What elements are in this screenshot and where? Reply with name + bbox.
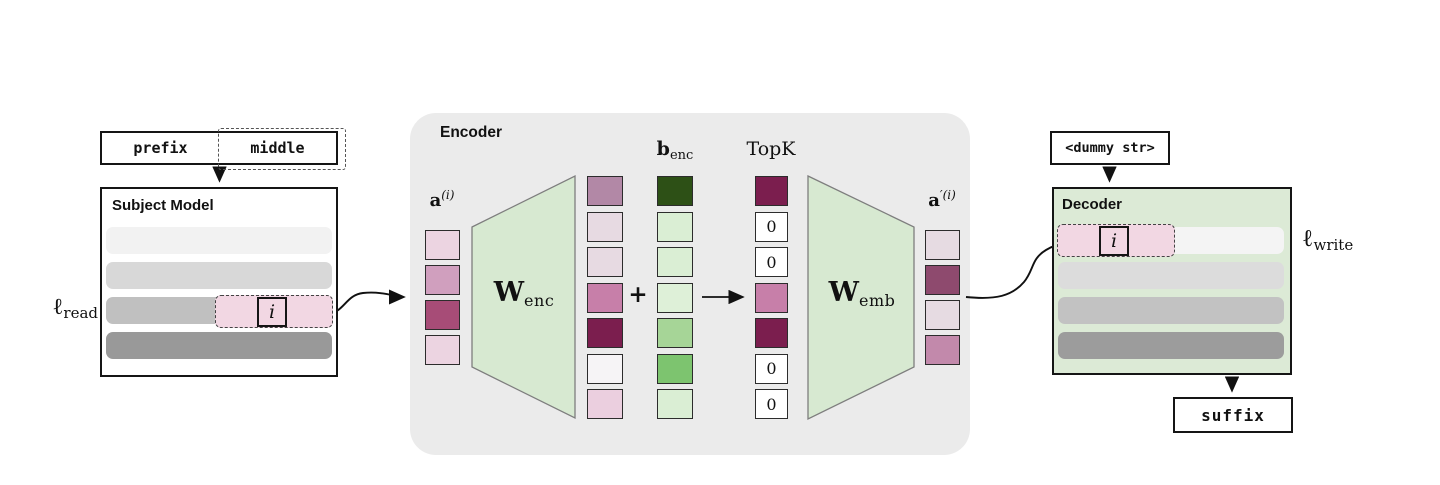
input-activation-vector (425, 230, 460, 365)
encoder-bias-vector (657, 176, 693, 419)
vector-cell (657, 353, 693, 384)
vector-cell (657, 247, 693, 277)
vector-cell (425, 230, 460, 260)
topk-label: TopK (746, 138, 796, 160)
middle-dashed-outline (218, 128, 346, 170)
subject-model-title: Subject Model (112, 197, 214, 214)
w-emb-label: Wemb (828, 277, 896, 310)
vector-cell (587, 176, 623, 206)
vector-cell (587, 282, 623, 313)
plus-sign: + (628, 281, 648, 308)
decoder-layers (1058, 227, 1284, 359)
w-enc-label: Wenc (493, 277, 555, 310)
vector-cell (755, 282, 788, 313)
output-activation-label: a′(i) (928, 188, 956, 211)
input-activation-label: a(i) (429, 188, 455, 211)
vector-cell (587, 318, 623, 348)
vector-cell (657, 282, 693, 313)
hidden-preactivation-vector (587, 176, 623, 419)
vector-cell (425, 335, 460, 365)
middle-token: middle (250, 139, 305, 157)
vector-cell (755, 318, 788, 348)
dummy-string-box: <dummy str> (1050, 131, 1170, 165)
layer-bar (1058, 262, 1284, 289)
vector-cell (925, 230, 960, 260)
vector-cell (657, 389, 693, 419)
vector-cell: 0 (755, 353, 788, 384)
vector-cell (425, 300, 460, 330)
vector-cell (587, 211, 623, 242)
layer-bar (1058, 297, 1284, 324)
vector-cell (587, 247, 623, 277)
encoder-title: Encoder (440, 124, 503, 141)
vector-cell (657, 211, 693, 242)
prefix-token: prefix (133, 139, 188, 157)
layer-bar (106, 332, 332, 359)
layer-bar (1058, 332, 1284, 359)
vector-cell (925, 265, 960, 295)
vector-cell (925, 300, 960, 330)
layer-bar (106, 227, 332, 254)
decoder-title: Decoder (1062, 196, 1123, 213)
vector-cell (657, 318, 693, 348)
vector-cell: 0 (755, 247, 788, 277)
layer-bar (106, 262, 332, 289)
suffix-box: suffix (1173, 397, 1293, 433)
encoder-bias-label: benc (656, 138, 694, 163)
subject-model-layers (106, 227, 332, 359)
prefix-middle-box: prefix middle (100, 128, 346, 170)
vector-cell (925, 335, 960, 365)
vector-cell (587, 389, 623, 419)
output-activation-vector (925, 230, 960, 365)
vector-cell (755, 176, 788, 206)
vector-cell (587, 353, 623, 384)
read-token-index-box: i (257, 297, 287, 327)
write-token-index-box: i (1099, 226, 1129, 256)
read-layer-label: ℓread (52, 294, 98, 322)
vector-cell (657, 176, 693, 206)
vector-cell (425, 265, 460, 295)
write-layer-label: ℓwrite (1302, 224, 1354, 254)
vector-cell: 0 (755, 211, 788, 242)
topk-sparse-vector: 0 0 0 0 (755, 176, 788, 419)
vector-cell: 0 (755, 389, 788, 419)
